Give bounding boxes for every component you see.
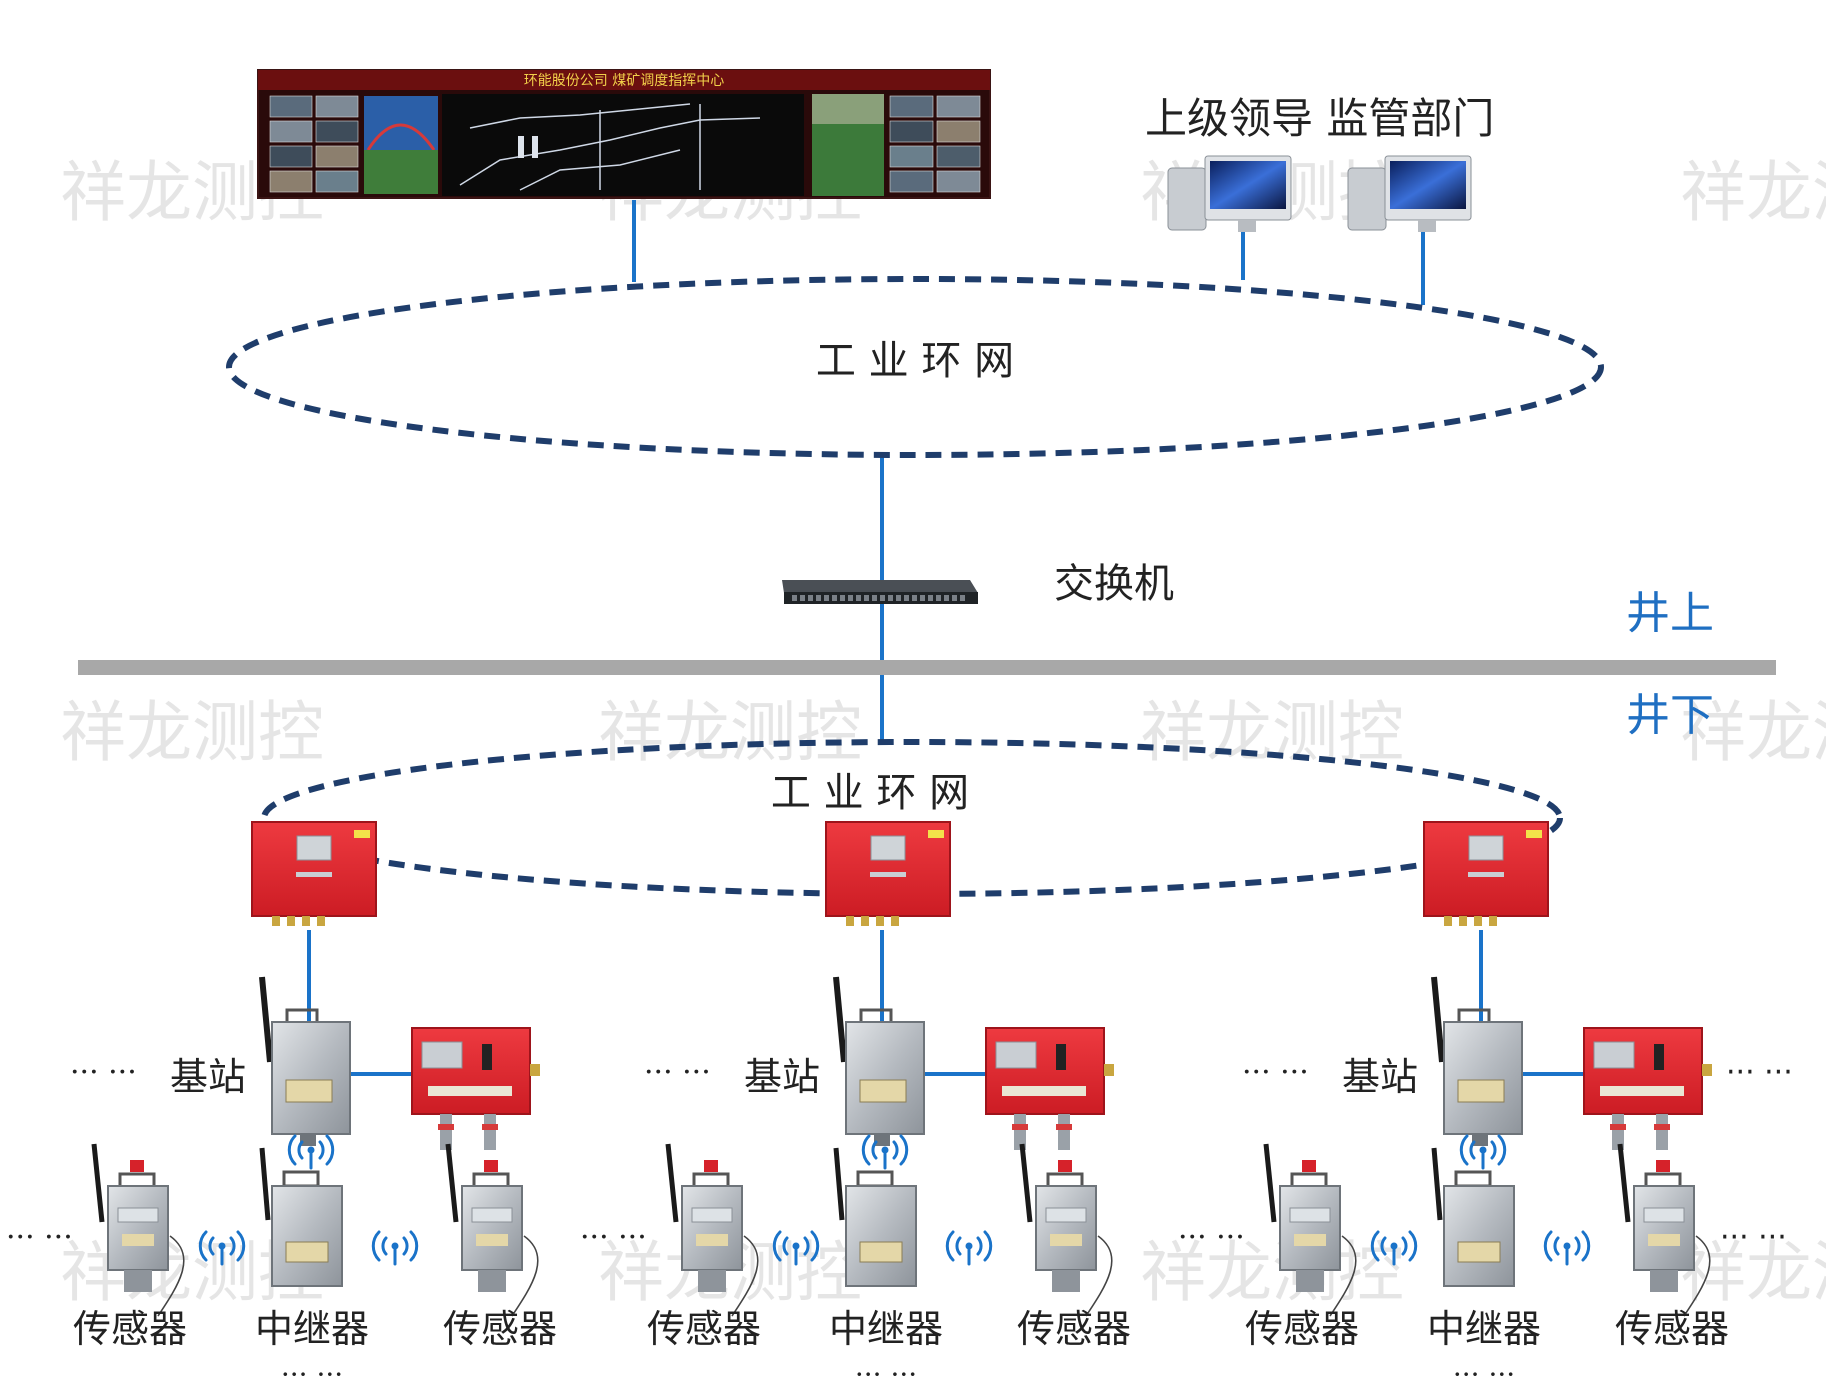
terminals-label: 上级领导 监管部门 — [1145, 94, 1494, 143]
monitor-icon — [1167, 155, 1292, 232]
zone-above-label: 井上 — [1626, 588, 1714, 639]
zone-below-label: 井下 — [1626, 690, 1714, 741]
relay-label: 中继器 — [255, 1307, 369, 1351]
sensor-device — [445, 1143, 539, 1317]
lower-ring-label: 工 业 环 网 — [771, 770, 969, 816]
switch-label: 交换机 — [1054, 561, 1174, 607]
ring-switch-node — [251, 821, 377, 926]
video-wall-banner: 环能股份公司 煤矿调度指挥中心 — [524, 73, 724, 89]
wireless-signal-icon — [1543, 1230, 1591, 1266]
relay-device — [1431, 1147, 1515, 1287]
sensor-device — [1263, 1143, 1357, 1317]
sensor-label: 传感器 — [1615, 1307, 1729, 1351]
ring-switch-node — [825, 821, 951, 926]
base-station-device — [259, 976, 351, 1146]
relay-label: 中继器 — [829, 1307, 943, 1351]
watermark-text: 祥龙测控 — [1140, 1234, 1404, 1311]
sensor-device — [1019, 1143, 1113, 1317]
wireless-signal-icon — [198, 1230, 246, 1266]
network-switch-icon — [782, 580, 978, 604]
ellipsis-left: ··· ··· — [1242, 1055, 1309, 1090]
wireless-signal-icon — [371, 1230, 419, 1266]
group-2: ··· ··· 基站 ··· ··· 传感器 中继器 ··· ··· 传感器 — [580, 821, 1131, 1389]
underground-groups: ··· ··· 基站 ··· ··· 传感器 中继器 ··· ··· 传感器 ··· ··· 基… — [6, 821, 1729, 1389]
wireless-signal-icon — [945, 1230, 993, 1266]
wireless-signal-icon — [1370, 1230, 1418, 1266]
relay-ellipsis: ··· ··· — [855, 1358, 917, 1389]
watermark-text: 祥龙测控 — [598, 694, 862, 771]
ellipsis-left: ··· ··· — [644, 1055, 711, 1090]
group-3: ··· ··· 基站 ··· ··· 传感器 中继器 ··· ··· 传感器 — [1178, 821, 1729, 1389]
relay-device — [259, 1147, 343, 1287]
ellipsis-right-top: ··· ··· — [1726, 1055, 1793, 1090]
watermark-text: 祥龙测控 — [1680, 694, 1826, 771]
video-wall-thumbnails-right — [889, 95, 981, 193]
power-supply-cabinet — [411, 1027, 540, 1150]
watermark-text: 祥龙测控 — [1140, 694, 1404, 771]
sensor-device — [91, 1143, 185, 1317]
control-center-video-wall: 环能股份公司 煤矿调度指挥中心 — [257, 69, 991, 199]
video-wall-thumbnails-left — [269, 95, 438, 194]
group-1: ··· ··· 基站 ··· ··· 传感器 中继器 ··· ··· 传感器 — [6, 821, 557, 1389]
mine-map-lines — [459, 103, 761, 191]
relay-device — [833, 1147, 917, 1287]
ellipsis-row: ··· ··· — [1178, 1220, 1245, 1255]
watermark-text: 祥龙测控 — [1680, 1234, 1826, 1311]
base-station-label: 基站 — [170, 1055, 246, 1099]
wireless-signal-icon — [1459, 1134, 1507, 1170]
wireless-signal-icon — [772, 1230, 820, 1266]
base-station-device — [833, 976, 925, 1146]
ellipsis-row: ··· ··· — [6, 1220, 73, 1255]
relay-ellipsis: ··· ··· — [1453, 1358, 1515, 1389]
watermark-text: 祥龙测控 — [60, 694, 324, 771]
base-station-label: 基站 — [1342, 1055, 1418, 1099]
ellipsis-right-bottom: ··· ··· — [1720, 1220, 1787, 1255]
sensor-device — [665, 1143, 759, 1317]
sensor-device — [1617, 1143, 1711, 1317]
relay-ellipsis: ··· ··· — [281, 1358, 343, 1389]
sensor-label: 传感器 — [443, 1307, 557, 1351]
relay-label: 中继器 — [1427, 1307, 1541, 1351]
base-station-device — [1431, 976, 1523, 1146]
sensor-label: 传感器 — [647, 1307, 761, 1351]
sensor-label: 传感器 — [1017, 1307, 1131, 1351]
surface-underground-divider — [78, 660, 1776, 675]
sensor-label: 传感器 — [73, 1307, 187, 1351]
video-wall-mine-map — [442, 94, 804, 196]
watermark-layer: 祥龙测控 祥龙测控 祥龙测控 祥龙测控 祥龙测控 祥龙测控 祥龙测控 祥龙测控 … — [60, 154, 1826, 1311]
ring-switch-node — [1423, 821, 1549, 926]
monitor-icon — [1347, 155, 1472, 232]
connection-lines — [307, 200, 1586, 1076]
power-supply-cabinet — [985, 1027, 1114, 1150]
base-station-label: 基站 — [744, 1055, 820, 1099]
upper-industrial-ring — [226, 276, 1604, 458]
wireless-signal-icon — [861, 1134, 909, 1170]
ellipsis-row: ··· ··· — [580, 1220, 647, 1255]
ellipsis-left: ··· ··· — [70, 1055, 137, 1090]
sensor-label: 传感器 — [1245, 1307, 1359, 1351]
power-supply-cabinet — [1583, 1027, 1712, 1150]
upper-ring-label: 工 业 环 网 — [816, 338, 1014, 384]
wireless-signal-icon — [287, 1134, 335, 1170]
watermark-text: 祥龙测控 — [1680, 154, 1826, 231]
